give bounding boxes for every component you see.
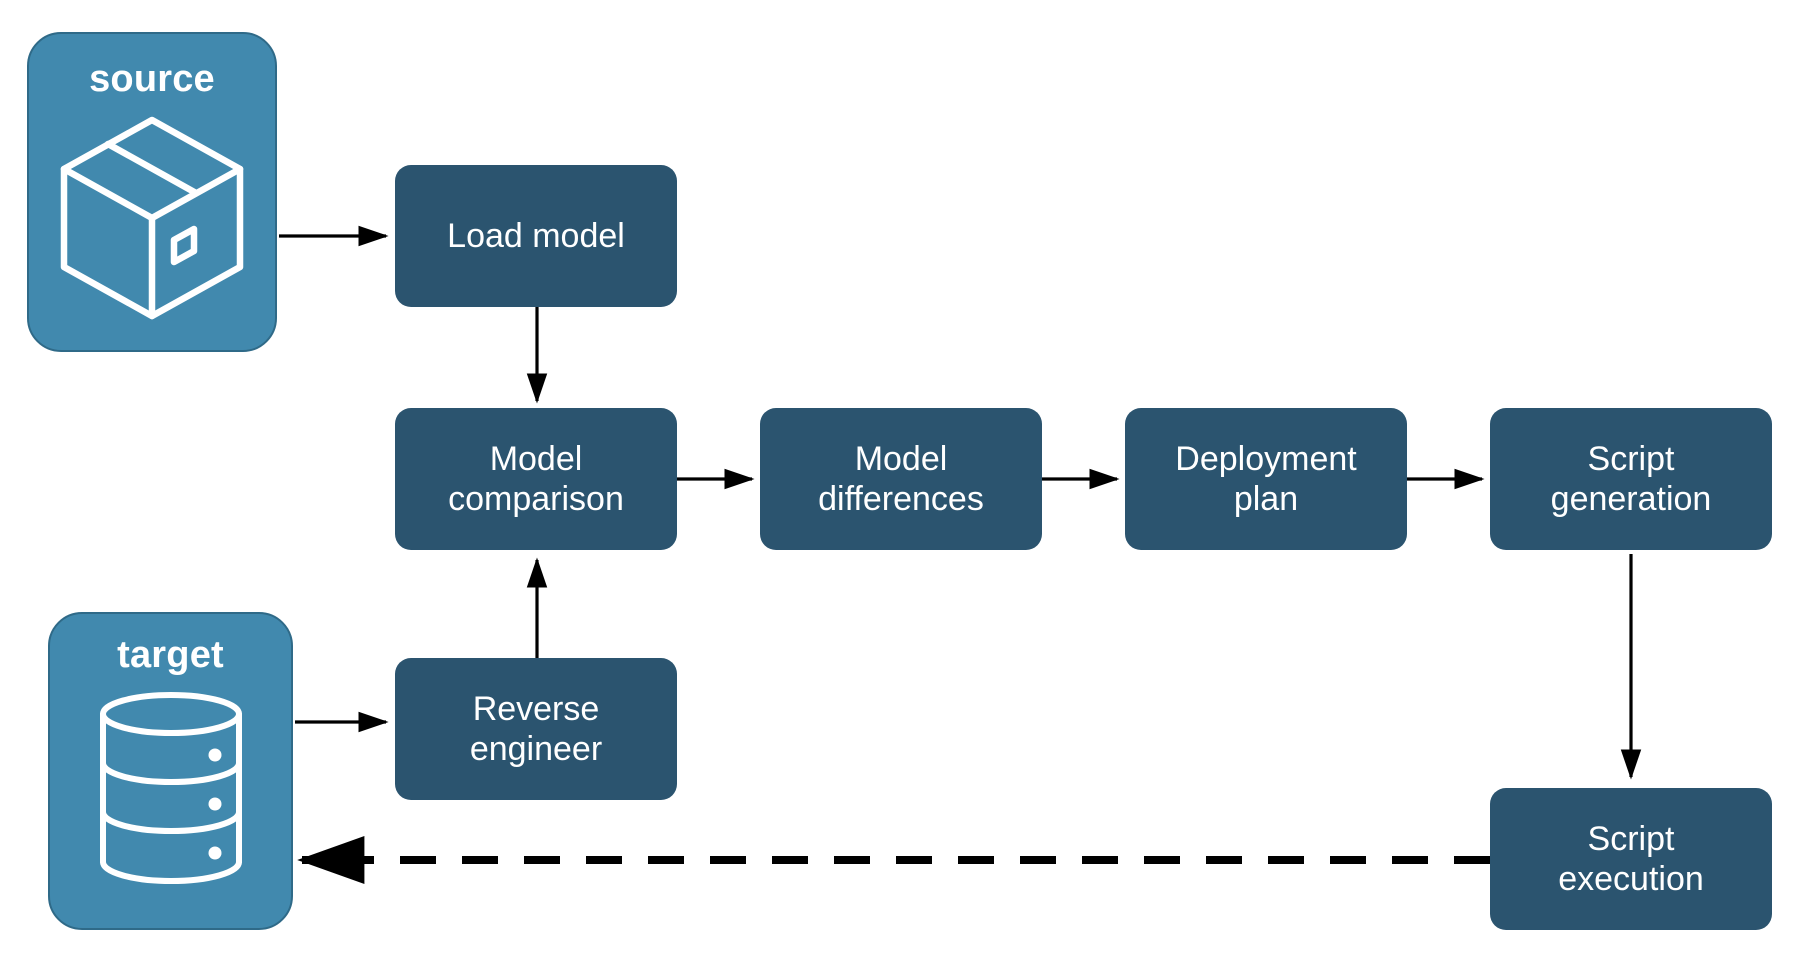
node-script-execution[interactable]: Script execution [1490, 788, 1772, 930]
package-box-icon [54, 112, 250, 329]
node-load-model-label: Load model [447, 216, 625, 255]
node-target-label: target [117, 634, 224, 676]
node-reverse-engineer[interactable]: Reverse engineer [395, 658, 677, 800]
node-target[interactable]: target [48, 612, 293, 930]
node-deployment-plan-label: Deployment plan [1175, 439, 1357, 518]
node-script-generation-label: Script generation [1550, 439, 1712, 518]
node-source-label: source [89, 58, 215, 100]
node-script-execution-label: Script execution [1558, 819, 1704, 898]
node-model-comparison-label: Model comparison [448, 439, 624, 518]
node-script-generation[interactable]: Script generation [1490, 408, 1772, 550]
node-source[interactable]: source [27, 32, 277, 352]
node-model-differences[interactable]: Model differences [760, 408, 1042, 550]
node-model-differences-label: Model differences [818, 439, 984, 518]
node-model-comparison[interactable]: Model comparison [395, 408, 677, 550]
database-cylinder-icon [95, 690, 247, 891]
node-load-model[interactable]: Load model [395, 165, 677, 307]
node-reverse-engineer-label: Reverse engineer [469, 689, 603, 768]
node-deployment-plan[interactable]: Deployment plan [1125, 408, 1407, 550]
